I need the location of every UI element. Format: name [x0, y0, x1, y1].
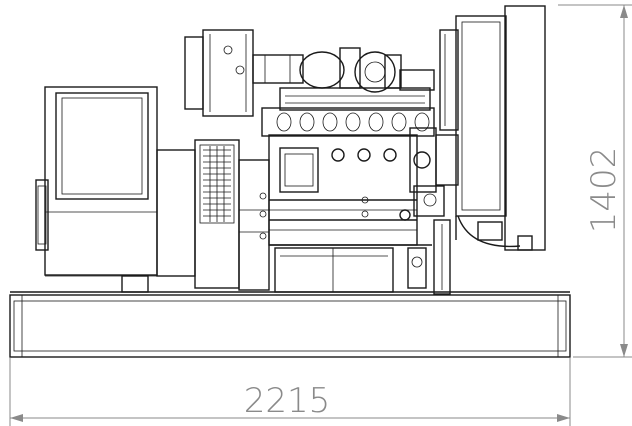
flywheel-housing [194, 139, 270, 291]
engine-block [261, 107, 435, 246]
exhaust-manifold [279, 47, 435, 111]
width-arrow-right [557, 414, 570, 422]
height-label: 1402 [584, 147, 624, 234]
radiator [433, 5, 546, 295]
base-frame [9, 291, 571, 358]
height-arrow-bottom [620, 344, 628, 357]
alternator [35, 86, 196, 293]
width-arrow-left [10, 414, 23, 422]
height-dimension: 1402 [558, 4, 632, 358]
oil-sump [274, 247, 427, 293]
height-arrow-top [620, 5, 628, 18]
width-label: 2215 [244, 381, 331, 421]
valve-covers [276, 112, 430, 132]
vent-grille [203, 146, 231, 222]
front-accessories [409, 127, 459, 217]
air-filter [184, 29, 304, 117]
width-dimension: 2215 [9, 358, 571, 426]
